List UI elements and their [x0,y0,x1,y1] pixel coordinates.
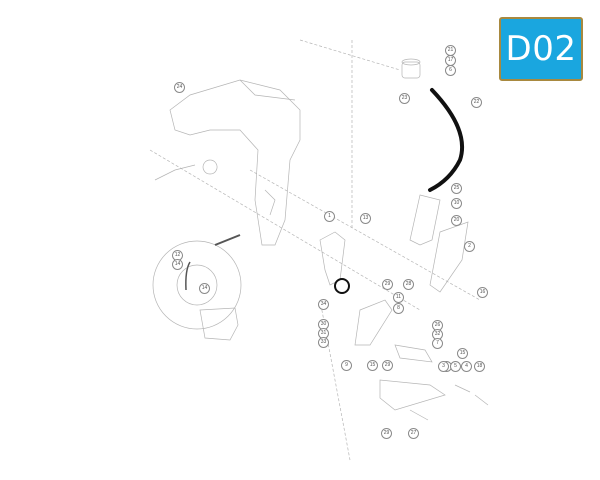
part-callout: 25 [451,183,462,194]
part-callout: 11 [393,292,404,303]
part-callout: 33 [318,337,329,348]
part-callout: 13 [360,213,371,224]
part-callout: 29 [382,360,393,371]
part-callout: 8 [393,303,404,314]
diagram-code-badge: D02 [499,17,583,81]
part-callout: 34 [318,299,329,310]
part-callout: 14 [199,283,210,294]
part-callout: 10 [451,198,462,209]
part-callout: 22 [471,97,482,108]
part-callout: 27 [408,428,419,439]
part-callout: 4 [461,361,472,372]
part-callout: 16 [477,287,488,298]
part-callout: 2 [464,241,475,252]
part-callout: 29 [382,279,393,290]
diagram-code-label: D02 [505,29,577,69]
part-callout: 9 [341,360,352,371]
part-callout: 14 [172,259,183,270]
part-callout: 18 [474,361,485,372]
part-callout: 6 [445,65,456,76]
part-callout: 28 [403,279,414,290]
part-callout: 1 [324,211,335,222]
part-callout: 15 [457,348,468,359]
part-callout: 3 [438,361,449,372]
part-callout: 24 [174,82,185,93]
part-callout: 20 [451,215,462,226]
part-callout: 29 [381,428,392,439]
part-callout: 5 [450,361,461,372]
part-callout: 23 [399,93,410,104]
part-callout: 7 [432,338,443,349]
part-callout: 15 [367,360,378,371]
